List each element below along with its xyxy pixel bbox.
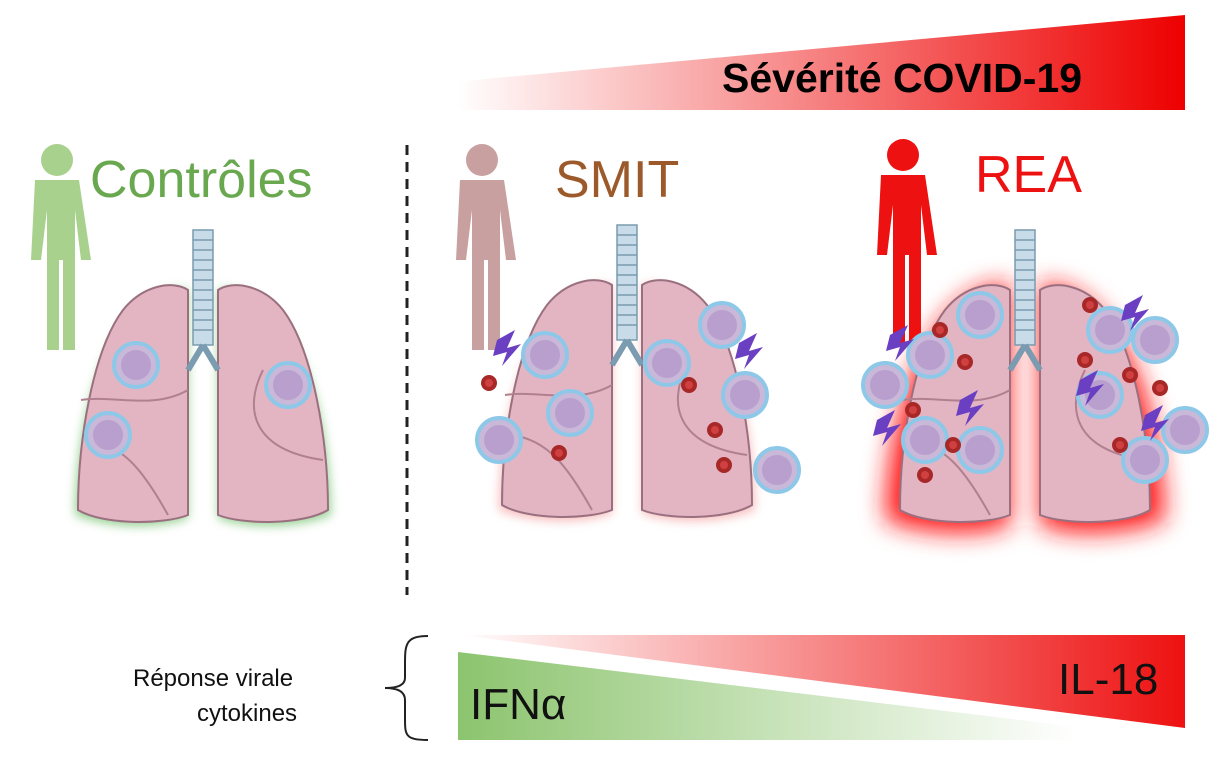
group-label-smit: SMIT	[555, 151, 680, 209]
virus-icon	[707, 422, 723, 438]
immune-cell-icon	[1131, 316, 1179, 364]
virus-icon	[1077, 352, 1093, 368]
immune-cell-icon	[1161, 406, 1209, 454]
il18-gradient-wedge	[460, 635, 1185, 728]
immune-cell-icon	[956, 426, 1004, 474]
immune-cell-icon	[906, 331, 954, 379]
immune-cell-icon	[84, 411, 132, 459]
immune-cell-icon	[546, 389, 594, 437]
lungs-controles	[75, 230, 331, 526]
virus-icon	[1082, 297, 1098, 313]
severity-gradient-wedge	[145, 15, 1185, 110]
immune-cell-icon	[753, 446, 801, 494]
virus-icon	[932, 322, 948, 338]
virus-icon	[681, 377, 697, 393]
person-icon-controles	[31, 144, 91, 350]
immune-cell-icon	[698, 301, 746, 349]
immune-cell-icon	[643, 339, 691, 387]
il18-label: IL-18	[1058, 655, 1159, 704]
virus-icon	[1152, 380, 1168, 396]
immune-cell-icon	[721, 371, 769, 419]
immune-cell-icon	[264, 361, 312, 409]
lungs-rea	[861, 230, 1209, 534]
immune-cell-icon	[901, 416, 949, 464]
response-label-line1: Réponse virale	[133, 665, 294, 692]
immune-cell-icon	[112, 341, 160, 389]
severity-label: Sévérité COVID-19	[722, 55, 1083, 101]
group-label-rea: REA	[975, 146, 1082, 204]
virus-icon	[1112, 437, 1128, 453]
virus-icon	[1122, 367, 1138, 383]
immune-cell-icon	[861, 361, 909, 409]
ifna-gradient-wedge	[458, 652, 1185, 740]
immune-cell-icon	[475, 416, 523, 464]
virus-icon	[716, 457, 732, 473]
virus-icon	[917, 467, 933, 483]
person-icon-smit	[456, 144, 516, 350]
curly-brace	[384, 635, 429, 741]
virus-icon	[481, 375, 497, 391]
virus-icon	[945, 437, 961, 453]
immune-cell-icon	[1121, 436, 1169, 484]
lungs-smit	[475, 225, 801, 521]
person-icon-rea	[877, 139, 937, 345]
virus-icon	[905, 402, 921, 418]
response-label-line2: cytokines	[197, 700, 298, 727]
ifna-label: IFNα	[470, 680, 567, 729]
immune-cell-icon	[956, 291, 1004, 339]
virus-icon	[957, 354, 973, 370]
group-label-controles: Contrôles	[90, 151, 313, 209]
virus-icon	[551, 445, 567, 461]
immune-cell-icon	[521, 331, 569, 379]
